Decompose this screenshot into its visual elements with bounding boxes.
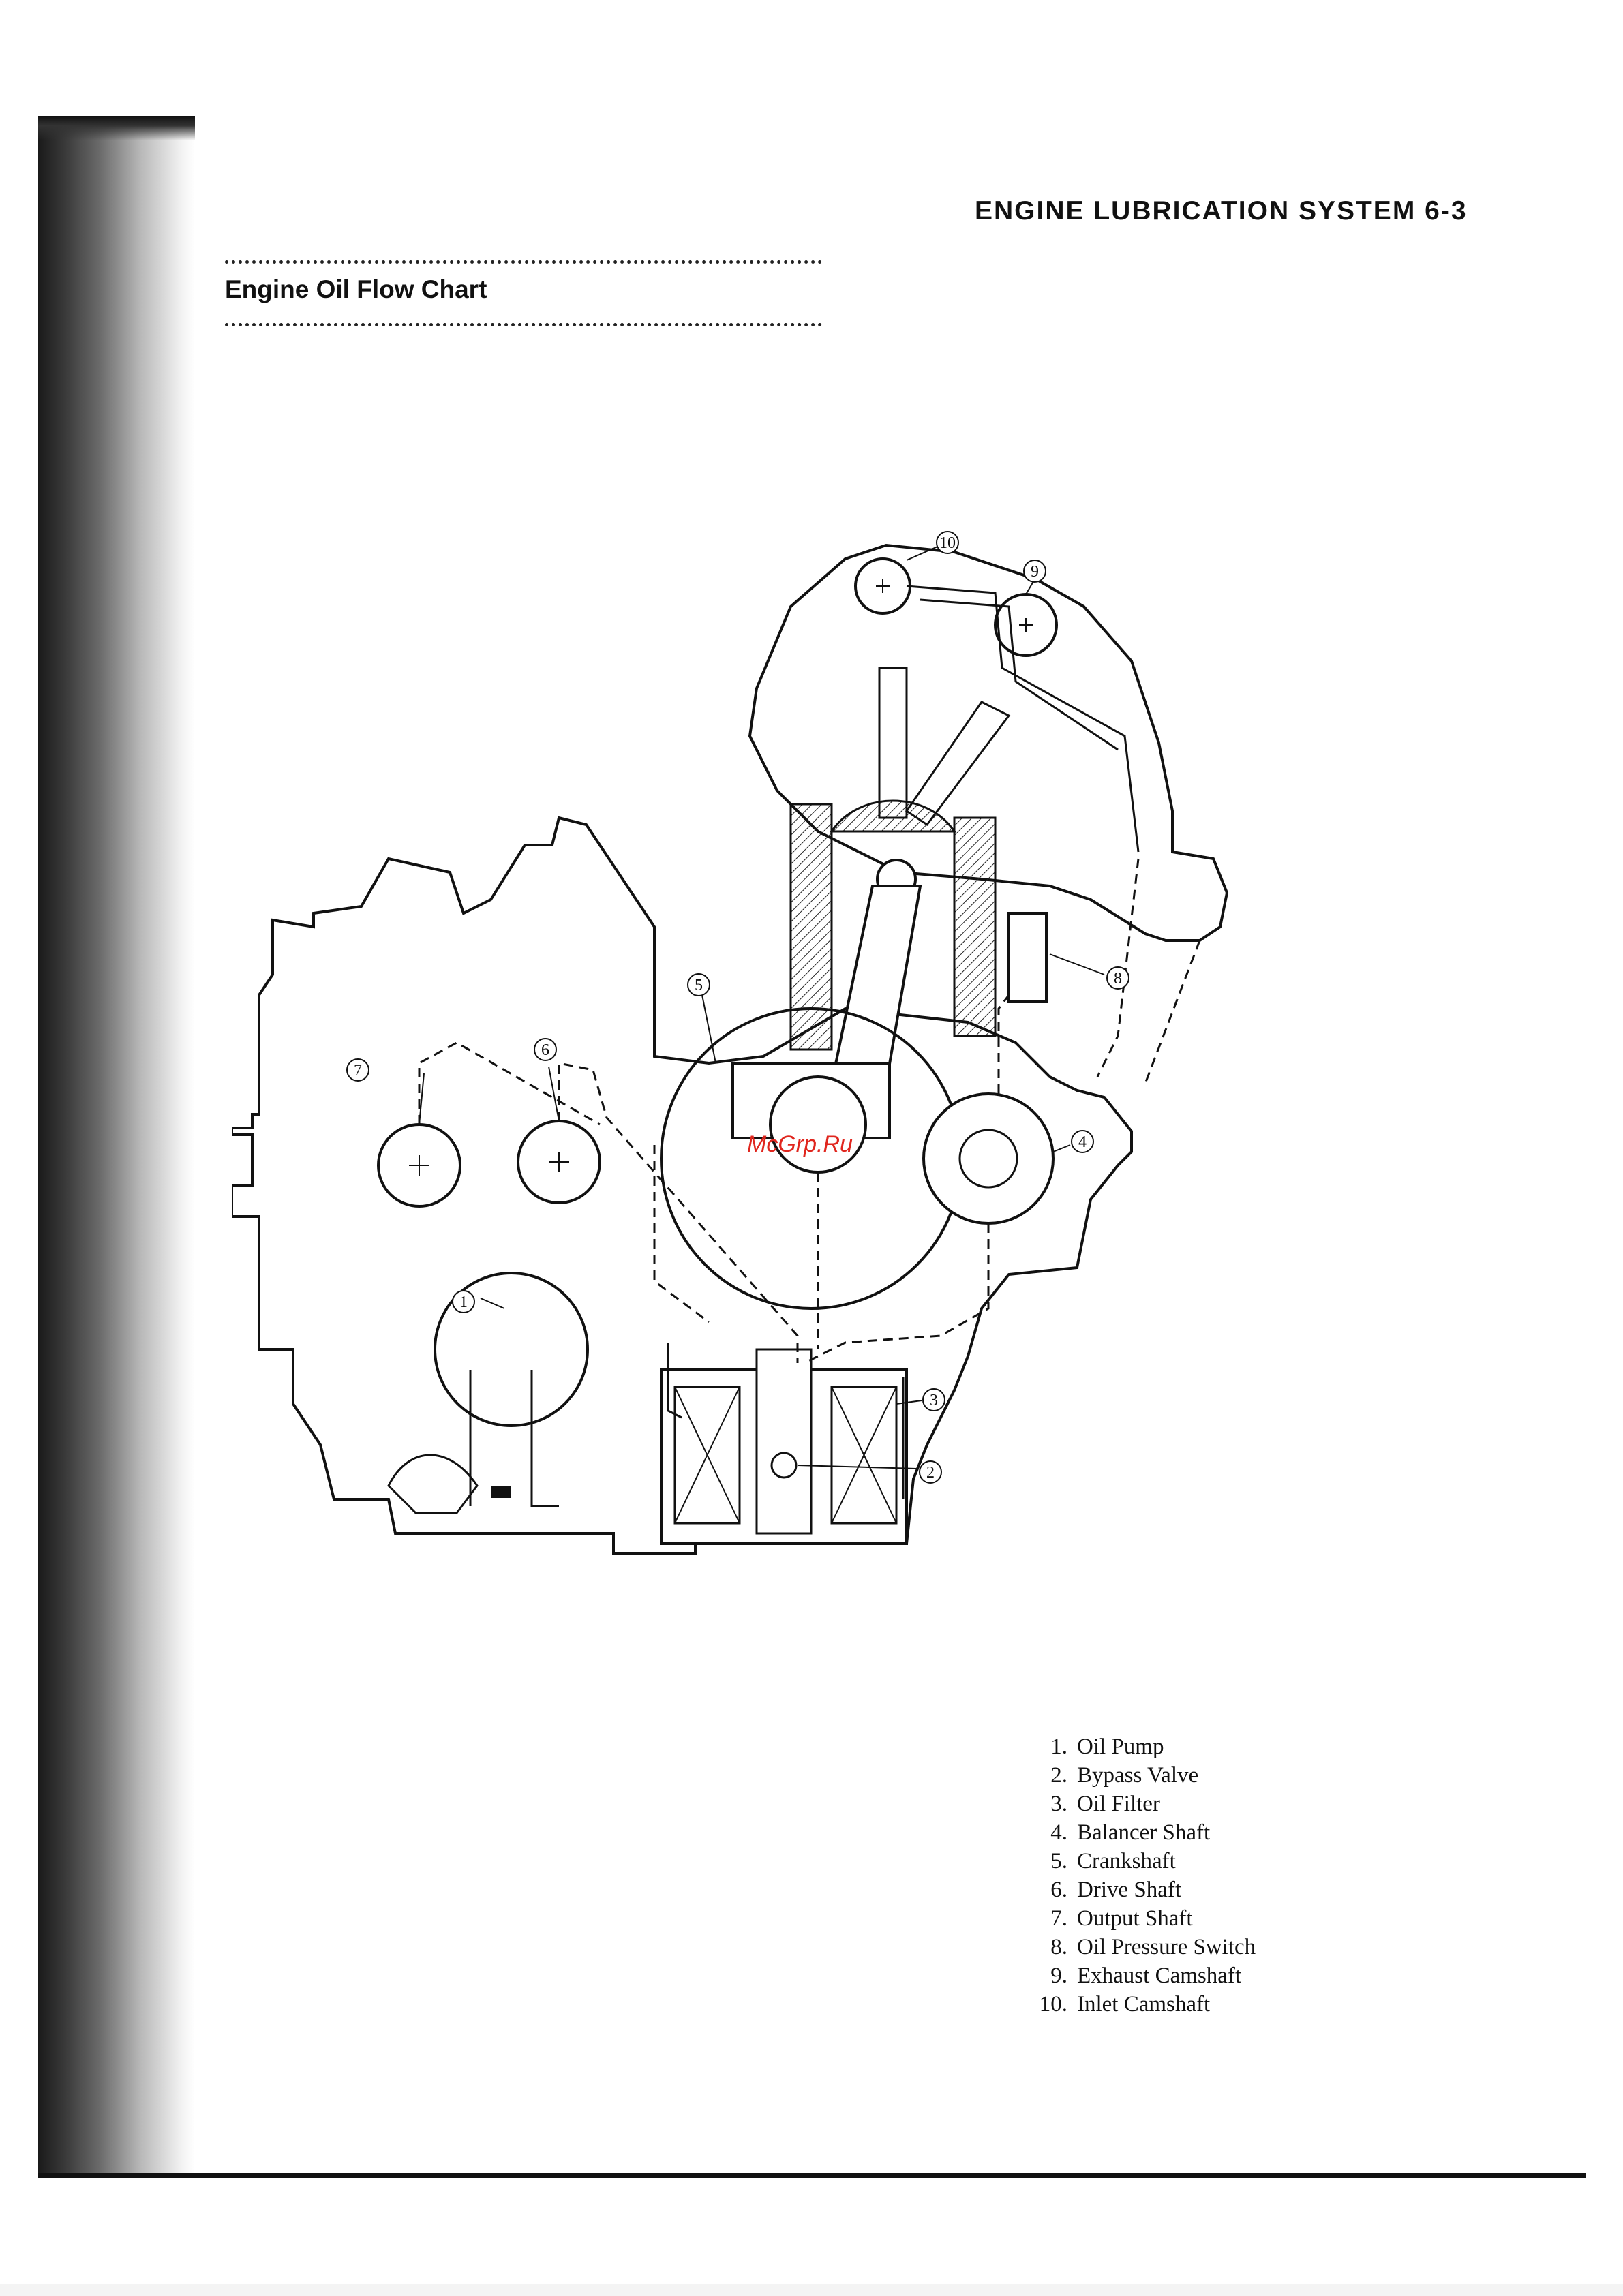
callout-2: 2	[920, 1461, 941, 1483]
callout-4: 4	[1072, 1131, 1093, 1152]
legend-item: 7.Output Shaft	[1022, 1904, 1256, 1933]
svg-text:4: 4	[1078, 1133, 1087, 1151]
svg-text:5: 5	[695, 977, 703, 994]
page-margin	[0, 0, 38, 2296]
engine-oil-flow-diagram: 10 9 8 4 5 6 7 1 2 3	[232, 382, 1322, 1608]
legend: 1.Oil Pump 2.Bypass Valve 3.Oil Filter 4…	[1022, 1732, 1256, 2019]
svg-text:7: 7	[354, 1062, 362, 1080]
bypass-valve	[757, 1349, 811, 1533]
legend-item: 2.Bypass Valve	[1022, 1761, 1256, 1790]
book-spine-shadow	[38, 116, 195, 2174]
book-spine-top-shadow	[38, 116, 195, 140]
callout-5: 5	[688, 974, 710, 996]
svg-text:6: 6	[541, 1041, 549, 1059]
svg-text:8: 8	[1114, 970, 1122, 988]
legend-item: 1.Oil Pump	[1022, 1732, 1256, 1761]
section-divider-bottom	[225, 323, 822, 326]
legend-item: 4.Balancer Shaft	[1022, 1818, 1256, 1847]
svg-text:9: 9	[1031, 563, 1039, 581]
bottom-band	[0, 2284, 1623, 2296]
crankshaft-journal	[770, 1077, 866, 1172]
section-divider-top	[225, 260, 822, 264]
legend-item: 5.Crankshaft	[1022, 1847, 1256, 1876]
svg-text:2: 2	[926, 1464, 935, 1482]
svg-text:3: 3	[930, 1392, 938, 1409]
callout-9: 9	[1024, 560, 1046, 582]
oil-pressure-switch	[1009, 913, 1046, 1002]
callout-1: 1	[453, 1291, 474, 1313]
cylinder-wall-right	[954, 818, 995, 1036]
legend-item: 6.Drive Shaft	[1022, 1876, 1256, 1904]
page-title: ENGINE LUBRICATION SYSTEM 6-3	[975, 196, 1468, 226]
section-title: Engine Oil Flow Chart	[225, 275, 487, 304]
callout-3: 3	[923, 1389, 945, 1411]
legend-item: 9.Exhaust Camshaft	[1022, 1961, 1256, 1990]
callout-7: 7	[347, 1059, 369, 1081]
bottom-rule	[38, 2173, 1586, 2178]
cylinder-wall-left	[791, 804, 832, 1050]
callout-6: 6	[534, 1039, 556, 1060]
legend-item: 8.Oil Pressure Switch	[1022, 1933, 1256, 1961]
svg-text:1: 1	[459, 1294, 468, 1311]
watermark: McGrp.Ru	[747, 1131, 853, 1158]
legend-item: 10.Inlet Camshaft	[1022, 1990, 1256, 2019]
callout-8: 8	[1107, 967, 1129, 989]
svg-text:10: 10	[939, 534, 956, 552]
callout-10: 10	[937, 532, 958, 553]
legend-item: 3.Oil Filter	[1022, 1790, 1256, 1818]
